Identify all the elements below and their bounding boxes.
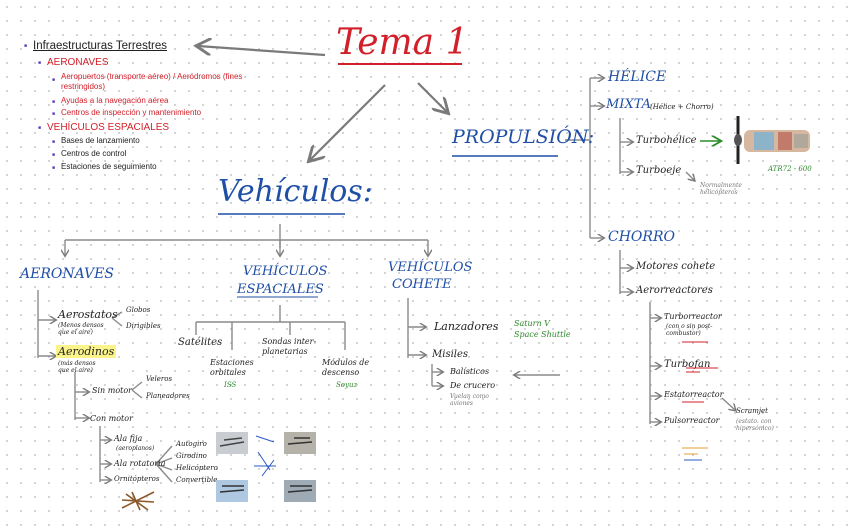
outline-aeronaves: AERONAVES: [38, 57, 108, 68]
outline-aero-item: Ayudas a la navegación aérea: [52, 96, 168, 105]
outline-esp-item: Bases de lanzamiento: [52, 136, 140, 145]
rotary-type: Convertible: [176, 476, 218, 484]
vehiculos-heading: Vehículos:: [218, 174, 373, 209]
turbohelice-label: Turbohélice: [636, 135, 697, 146]
jet-engine-sketches: [682, 341, 718, 461]
aerodinos-note: (más densos que el aire): [58, 360, 96, 374]
turbofan-label: Turbofan: [664, 359, 711, 370]
aerorreactores-label: Aerorreactores: [636, 285, 713, 296]
estatorreactor-label: Estatorreactor: [664, 390, 724, 399]
con-motor-label: Con motor: [90, 414, 133, 423]
estaciones-note: ISS: [224, 381, 237, 389]
turboeje-note: Normalmente helicópteros: [700, 182, 742, 196]
scramjet-note: (estato. con hipersónico): [736, 418, 774, 432]
atr-label: ATR72 - 600: [768, 165, 812, 173]
mixta-note: (Hélice + Chorro): [650, 103, 714, 111]
propulsion-heading: PROPULSIÓN:: [452, 126, 595, 148]
turboprop-engine-image: [734, 116, 810, 164]
chorro-label: CHORRO: [608, 229, 675, 245]
outline-esp-item: Estaciones de seguimiento: [52, 162, 157, 171]
aerostatos-note: (Menos densos que el aire): [58, 322, 104, 336]
ornithopter-sketch: [121, 491, 155, 511]
globos-label: Globos: [126, 306, 151, 314]
planeadores-label: Planeadores: [146, 392, 190, 400]
ornitopteros-label: Ornitópteros: [114, 475, 160, 483]
modulos-note: Soyuz: [336, 381, 358, 389]
crucero-note: Vuelan como aviones: [450, 393, 489, 407]
sin-motor-label: Sin motor: [92, 386, 132, 395]
veleros-label: Veleros: [146, 375, 173, 383]
outline-aero-item: Centros de inspección y mantenimiento: [52, 108, 201, 117]
aeronaves-label: AERONAVES: [20, 266, 114, 282]
mixta-label: MIXTA: [606, 97, 652, 112]
crucero-label: De crucero: [450, 381, 496, 390]
estaciones-label: Estaciones orbitales: [210, 358, 254, 377]
pulsorreactor-label: Pulsorreactor: [664, 416, 720, 425]
scramjet-label: Scramjet: [736, 407, 768, 415]
ala-rotatoria-label: Ala rotatoria: [114, 459, 166, 468]
rotary-type: Autogiro: [176, 440, 207, 448]
outline-esp-item: Centros de control: [52, 149, 126, 158]
dirigibles-label: Dirigibles: [126, 322, 161, 330]
ala-fija-label: Ala fija: [114, 434, 143, 443]
espaciales-label-1: VEHÍCULOS: [243, 264, 328, 279]
page-title: Tema 1: [336, 22, 469, 63]
outline-espaciales: VEHÍCULOS ESPACIALES: [38, 122, 169, 133]
aerodinos-label: Aerodinos: [56, 345, 117, 358]
turborreactor-note: (con o sin post-combustor): [666, 323, 713, 337]
cohete-label-1: VEHÍCULOS: [388, 260, 473, 275]
autogiro-image: [216, 432, 248, 454]
aerostatos-label: Aerostatos: [58, 308, 118, 321]
outline-root: Infraestructuras Terrestres: [24, 40, 167, 52]
balisticos-label: Balísticos: [450, 367, 490, 376]
rotorcraft-images: [216, 432, 316, 502]
cohete-label-2: COHETE: [392, 277, 452, 292]
misiles-label: Misiles: [432, 349, 469, 360]
outline-aero-item: Aeropuertos (transporte aéreo) / Aeródro…: [52, 72, 276, 92]
motores-cohete-label: Motores cohete: [636, 261, 716, 272]
helice-label: HÉLICE: [608, 69, 667, 85]
turboeje-label: Turboeje: [636, 165, 682, 176]
ala-fija-note: (aeroplanos): [116, 445, 155, 452]
satelites-label: Satélites: [178, 337, 223, 348]
rotary-type: Helicóptero: [176, 464, 218, 472]
lanzadores-label: Lanzadores: [434, 320, 499, 333]
sondas-label: Sondas inter-planetarias: [262, 337, 317, 356]
turborreactor-label: Turborreactor: [664, 312, 722, 321]
espaciales-label-2: ESPACIALES: [237, 282, 324, 297]
lanzadores-note: Saturn V Space Shuttle: [514, 319, 571, 339]
modulos-label: Módulos de descenso: [322, 358, 370, 377]
rotary-type: Girodino: [176, 452, 207, 460]
